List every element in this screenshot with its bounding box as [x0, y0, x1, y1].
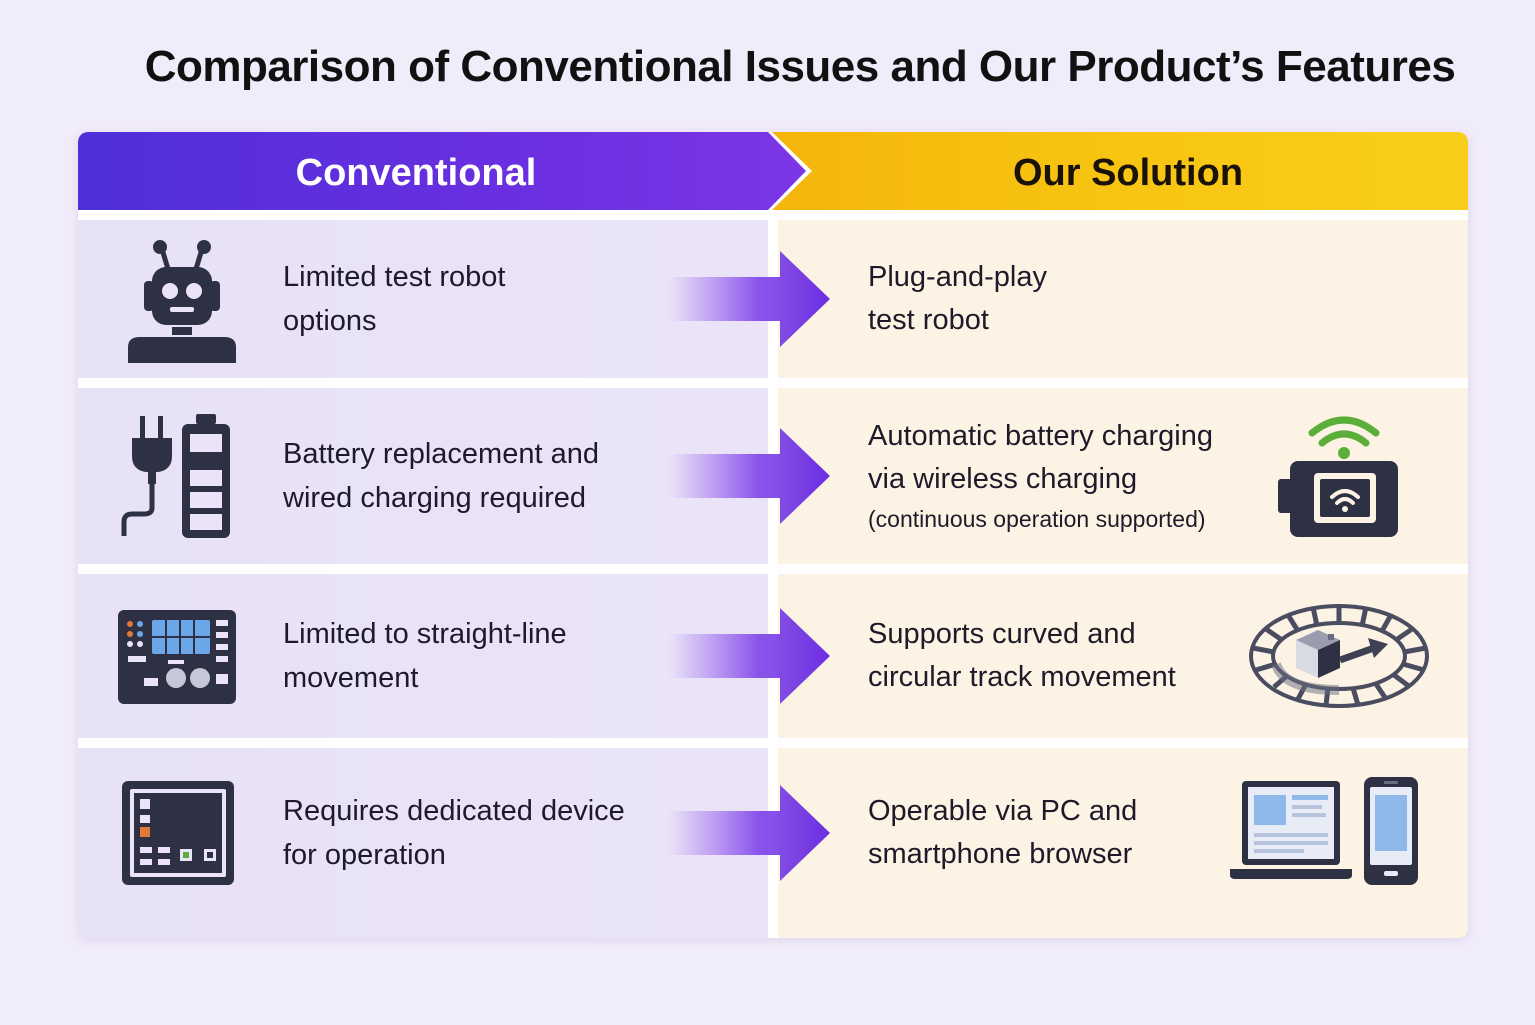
conventional-text: Limited test robot options — [283, 261, 506, 337]
control-panel-icon — [118, 592, 246, 720]
plug-battery-icon — [118, 412, 246, 540]
wireless-charging-icon — [1276, 411, 1402, 541]
conventional-text: Limited to straight-line movement — [283, 618, 567, 694]
solution-text: Operable via PC and smartphone browser — [868, 795, 1138, 870]
solution-header: Our Solution — [768, 132, 1468, 210]
arrow-right-icon — [668, 428, 832, 524]
page-title: Comparison of Conventional Issues and Ou… — [144, 42, 1456, 91]
comparison-row: Limited test robot options Plug-and-play… — [78, 220, 1468, 378]
solution-header-label: Our Solution — [1012, 152, 1244, 194]
comparison-row: Battery replacement and wired charging r… — [78, 388, 1468, 564]
arrow-right-icon — [668, 785, 832, 881]
robot-icon — [118, 235, 246, 363]
arrow-right-icon — [668, 251, 832, 347]
laptop-smartphone-icon — [1230, 777, 1420, 889]
solution-cell — [778, 220, 1468, 378]
dedicated-device-icon — [118, 769, 246, 897]
conventional-text: Requires dedicated device for operation — [283, 795, 625, 871]
solution-text: Automatic battery charging via wireless … — [868, 415, 1268, 537]
conventional-text: Battery replacement and wired charging r… — [283, 438, 599, 514]
conventional-header-label: Conventional — [295, 152, 537, 194]
arrow-right-icon — [668, 608, 832, 704]
comparison-row: Limited to straight-line movement Suppor… — [78, 574, 1468, 738]
solution-note: (continuous operation supported) — [868, 506, 1206, 532]
solution-text: Plug-and-play test robot — [868, 261, 1047, 336]
conventional-header: Conventional — [78, 132, 806, 210]
circular-track-icon — [1246, 598, 1432, 714]
solution-text: Supports curved and circular track movem… — [868, 618, 1176, 693]
comparison-panel: Our Solution Conventional — [78, 132, 1468, 938]
comparison-row: Requires dedicated device for operation … — [78, 748, 1468, 938]
solution-cell — [778, 748, 1468, 938]
